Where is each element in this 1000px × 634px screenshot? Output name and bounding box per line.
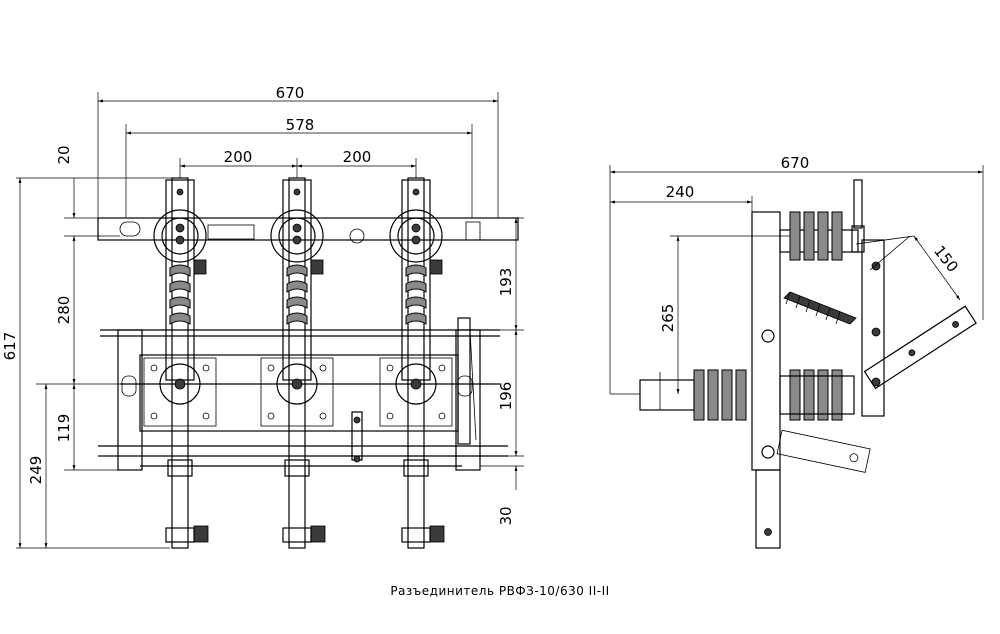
pole-3 <box>379 177 453 549</box>
dim-front-20: 20 <box>55 145 73 164</box>
dim-front-200-left: 200 <box>224 148 253 166</box>
dim-side-670: 670 <box>781 154 810 172</box>
dim-front-196: 196 <box>497 382 515 411</box>
pole-1 <box>143 177 217 549</box>
dim-side-240: 240 <box>666 183 695 201</box>
dim-front-193: 193 <box>497 268 515 297</box>
dim-front-578: 578 <box>286 116 315 134</box>
dim-front-249: 249 <box>27 456 45 485</box>
dim-side-150: 150 <box>930 242 962 276</box>
dim-front-670: 670 <box>276 84 305 102</box>
dim-front-200-right: 200 <box>343 148 372 166</box>
side-dimensions: 670 240 265 150 <box>609 154 984 394</box>
dim-front-617: 617 <box>1 332 19 361</box>
side-view <box>610 179 977 549</box>
dim-side-265: 265 <box>659 304 677 333</box>
front-view <box>97 177 519 549</box>
dim-front-280: 280 <box>55 296 73 325</box>
front-dimensions: 670 578 200 200 20 280 119 249 <box>1 84 524 549</box>
drawing-caption: Разъединитель РВФЗ-10/630 II-II <box>390 584 610 598</box>
pole-2 <box>260 177 334 549</box>
dim-front-30: 30 <box>497 506 515 525</box>
dim-front-119: 119 <box>55 414 73 443</box>
